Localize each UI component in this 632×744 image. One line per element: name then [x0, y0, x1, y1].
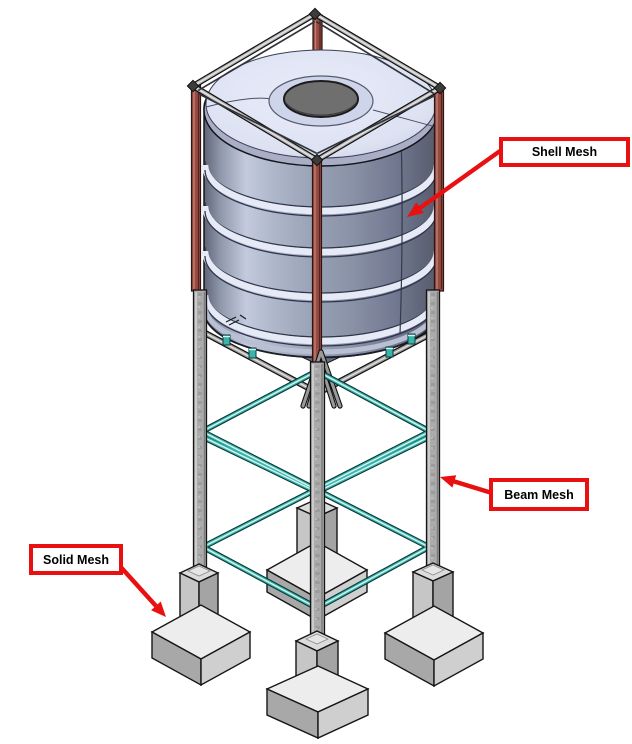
solid-mesh-label-text: Solid Mesh: [43, 552, 109, 567]
annotation-arrows: [116, 149, 502, 617]
beam-mesh-arrow: [440, 475, 493, 496]
solid-mesh-label: Solid Mesh: [29, 544, 123, 575]
foundation-right: [383, 562, 485, 688]
tower-leg-right: [425, 289, 441, 573]
cage-post-right: [433, 86, 445, 292]
foundation-front: [265, 630, 370, 740]
shell-mesh-arrow: [407, 149, 502, 217]
tower-legs: [192, 289, 441, 643]
shell-mesh-label: Shell Mesh: [499, 137, 630, 167]
tower-leg-left: [192, 289, 208, 574]
beam-mesh-label: Beam Mesh: [489, 478, 589, 511]
tank-clips: [222, 333, 416, 359]
beam-mesh-label-text: Beam Mesh: [504, 487, 574, 502]
cage-post-front: [311, 156, 323, 366]
cage-post-left: [190, 84, 202, 292]
tank-shell: [201, 49, 441, 367]
foundation-left: [150, 563, 252, 687]
tower-leg-front: [309, 361, 326, 643]
solid-mesh-arrow: [116, 562, 166, 617]
tank-logo-mark: [225, 314, 247, 326]
manhole: [268, 75, 374, 127]
shell-mesh-label-text: Shell Mesh: [531, 145, 598, 159]
top-frame: [186, 7, 447, 167]
